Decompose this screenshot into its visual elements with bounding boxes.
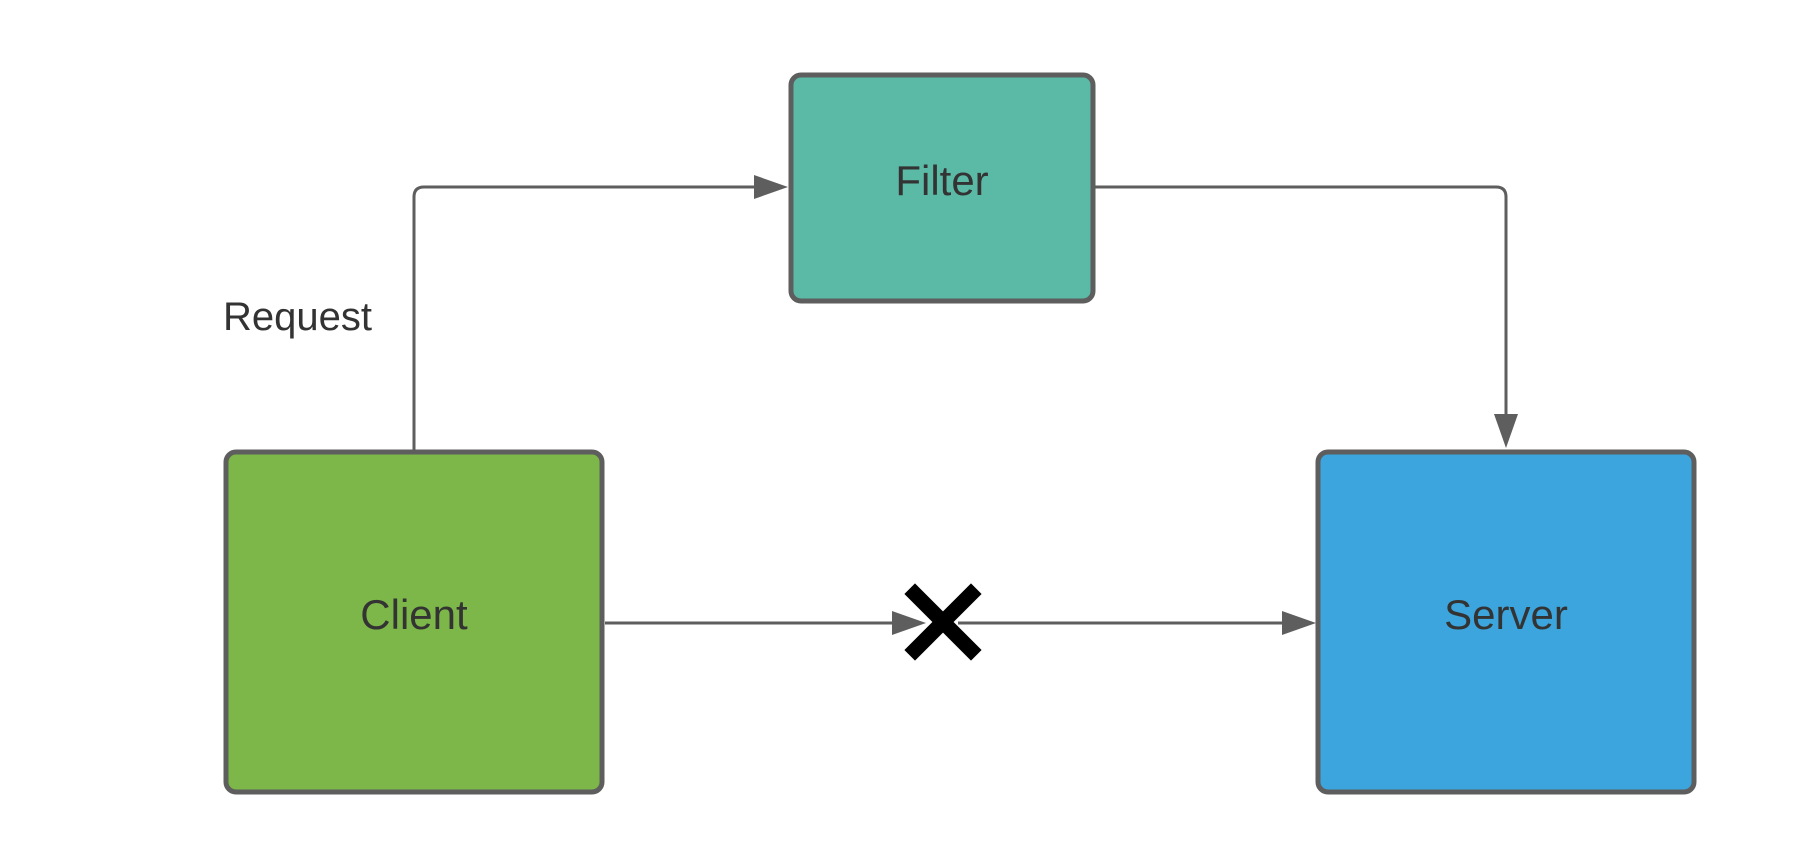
request-label: Request [223,295,372,339]
filter-node-box[interactable] [788,72,1096,304]
client-node-box[interactable] [223,449,605,795]
filter-node[interactable]: Filter [788,72,1096,304]
client-node[interactable]: Client [223,449,605,795]
server-node[interactable]: Server [1315,449,1697,795]
edge-filter-to-server [1093,185,1518,448]
edge-client-to-filter-arrowhead [754,175,788,199]
server-node-label: Server [1444,591,1568,638]
edge-filter-to-server-line [1093,185,1508,420]
cross-mark-stroke-b [904,583,982,661]
edge-client-to-filter [412,175,788,450]
edge-filter-to-server-arrowhead [1494,414,1518,448]
cross-mark-icon [904,583,982,661]
server-node-box[interactable] [1315,449,1697,795]
filter-node-label: Filter [895,157,988,204]
edge-client-to-cross-arrowhead [892,611,926,635]
edge-cross-to-server-arrowhead [1282,611,1316,635]
client-node-label: Client [360,591,468,638]
edge-client-to-filter-line [412,185,760,450]
edge-client-to-server-blocked [605,611,1316,635]
